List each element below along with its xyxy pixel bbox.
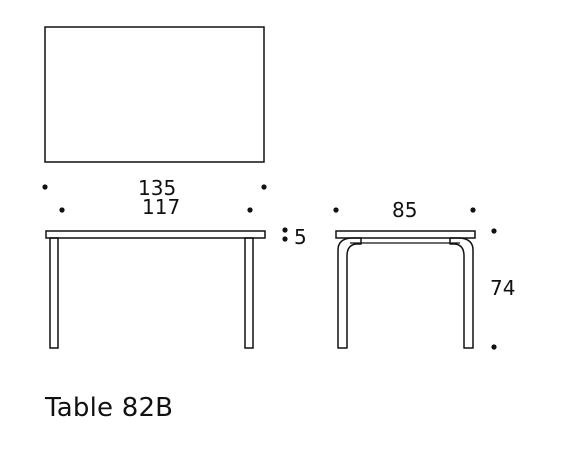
dim-dot-5-top — [282, 227, 288, 233]
dimension-top-inner-width: 117 — [142, 195, 181, 219]
table-top-plan-view — [44, 26, 265, 163]
side-view-left-leg — [337, 237, 362, 349]
front-view-left-leg — [49, 237, 59, 349]
front-view-right-leg — [244, 237, 254, 349]
dimension-depth: 85 — [392, 198, 418, 222]
front-view-tabletop — [45, 230, 266, 239]
dim-dot-135-right — [261, 184, 267, 190]
side-view-tabletop — [335, 230, 476, 239]
dim-dot-117-right — [247, 207, 253, 213]
dim-dot-5-bottom — [282, 236, 288, 242]
dim-dot-85-left — [333, 207, 339, 213]
dimension-top-outer-width: 135 — [138, 176, 177, 200]
dimension-height: 74 — [490, 276, 516, 300]
dim-dot-74-bottom — [491, 344, 497, 350]
dimension-top-thickness: 5 — [294, 225, 307, 249]
product-title: Table 82B — [45, 393, 174, 423]
dim-dot-117-left — [59, 207, 65, 213]
side-view-right-leg — [449, 237, 474, 349]
dim-dot-85-right — [470, 207, 476, 213]
dim-dot-135-left — [42, 184, 48, 190]
dim-dot-74-top — [491, 228, 497, 234]
